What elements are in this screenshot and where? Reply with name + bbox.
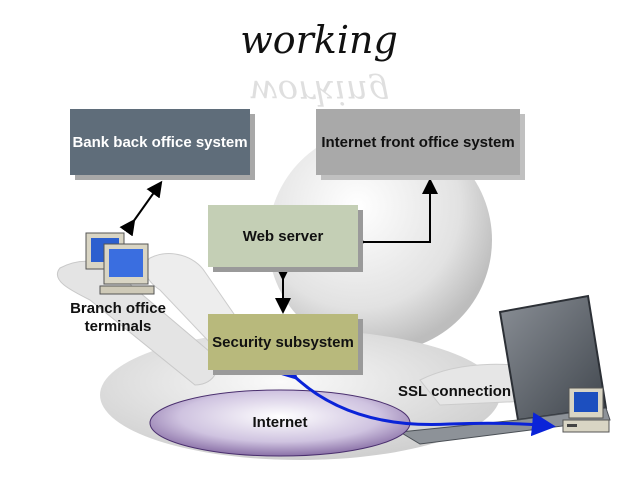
ssl-connection-label: SSL connection: [398, 383, 512, 400]
page-title: working: [240, 18, 398, 62]
title-reflection: working: [248, 72, 390, 112]
bank-back-office-box: Bank back office system: [70, 109, 250, 175]
branch-terminals-label: Branch office terminals: [70, 300, 166, 335]
internet-label: Internet: [252, 414, 308, 431]
web-server-box: Web server: [208, 205, 358, 267]
web-frontoffice-connector: [350, 178, 438, 250]
ssl-connection-arrow: [272, 354, 556, 437]
security-subsystem-box: Security subsystem: [208, 314, 358, 370]
bank-terminal-connector: [119, 180, 163, 237]
desktop-computer-icon: [562, 387, 610, 433]
branch-terminals-icon: [85, 232, 155, 295]
internet-front-office-box: Internet front office system: [316, 109, 520, 175]
